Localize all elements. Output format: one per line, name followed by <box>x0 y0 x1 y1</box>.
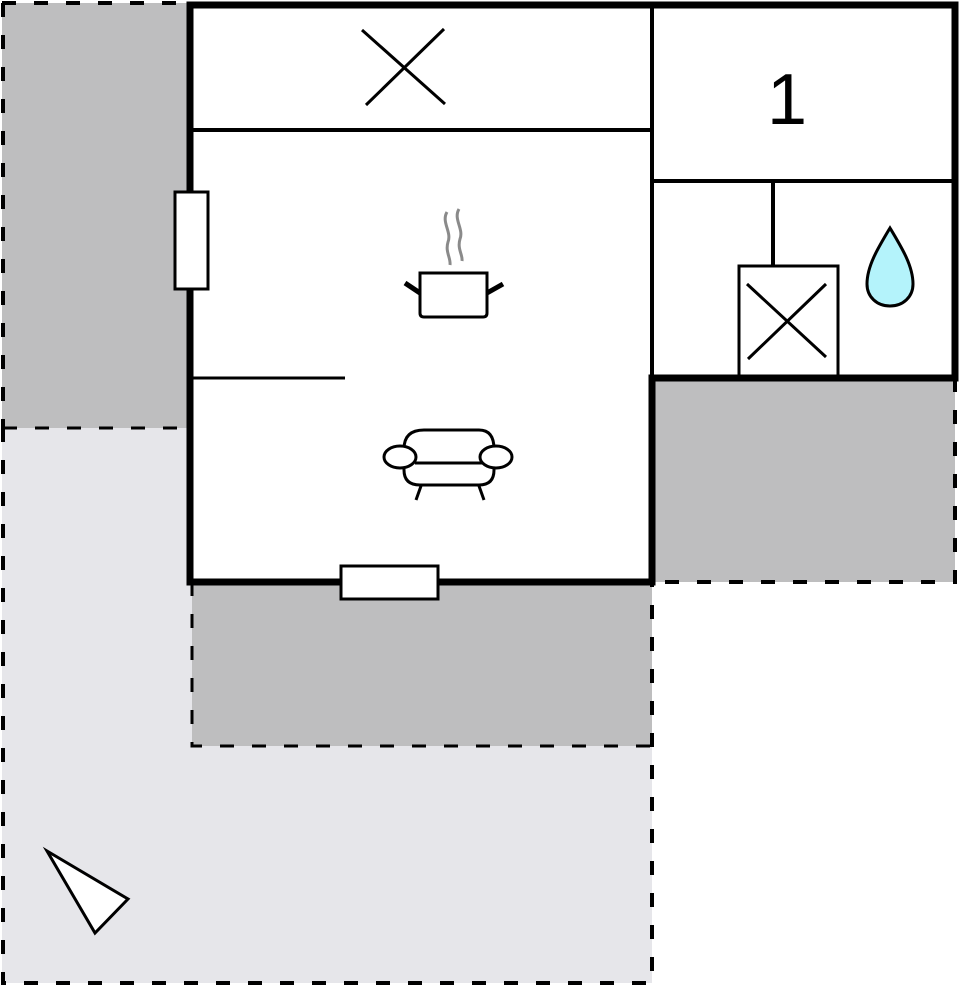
terrace-right <box>652 378 957 584</box>
terrace-bottom <box>190 582 652 748</box>
cooking-pot-icon <box>403 208 505 319</box>
terrace-left <box>1 1 190 430</box>
window-left <box>173 190 210 291</box>
sofa-icon <box>382 428 514 501</box>
north-arrow-icon <box>42 846 131 936</box>
bedroom-number-label: 1 <box>767 60 807 140</box>
shower-icon <box>737 264 840 378</box>
window-bottom <box>339 564 440 601</box>
water-drop-icon <box>865 225 915 308</box>
cross-icon <box>361 27 446 107</box>
